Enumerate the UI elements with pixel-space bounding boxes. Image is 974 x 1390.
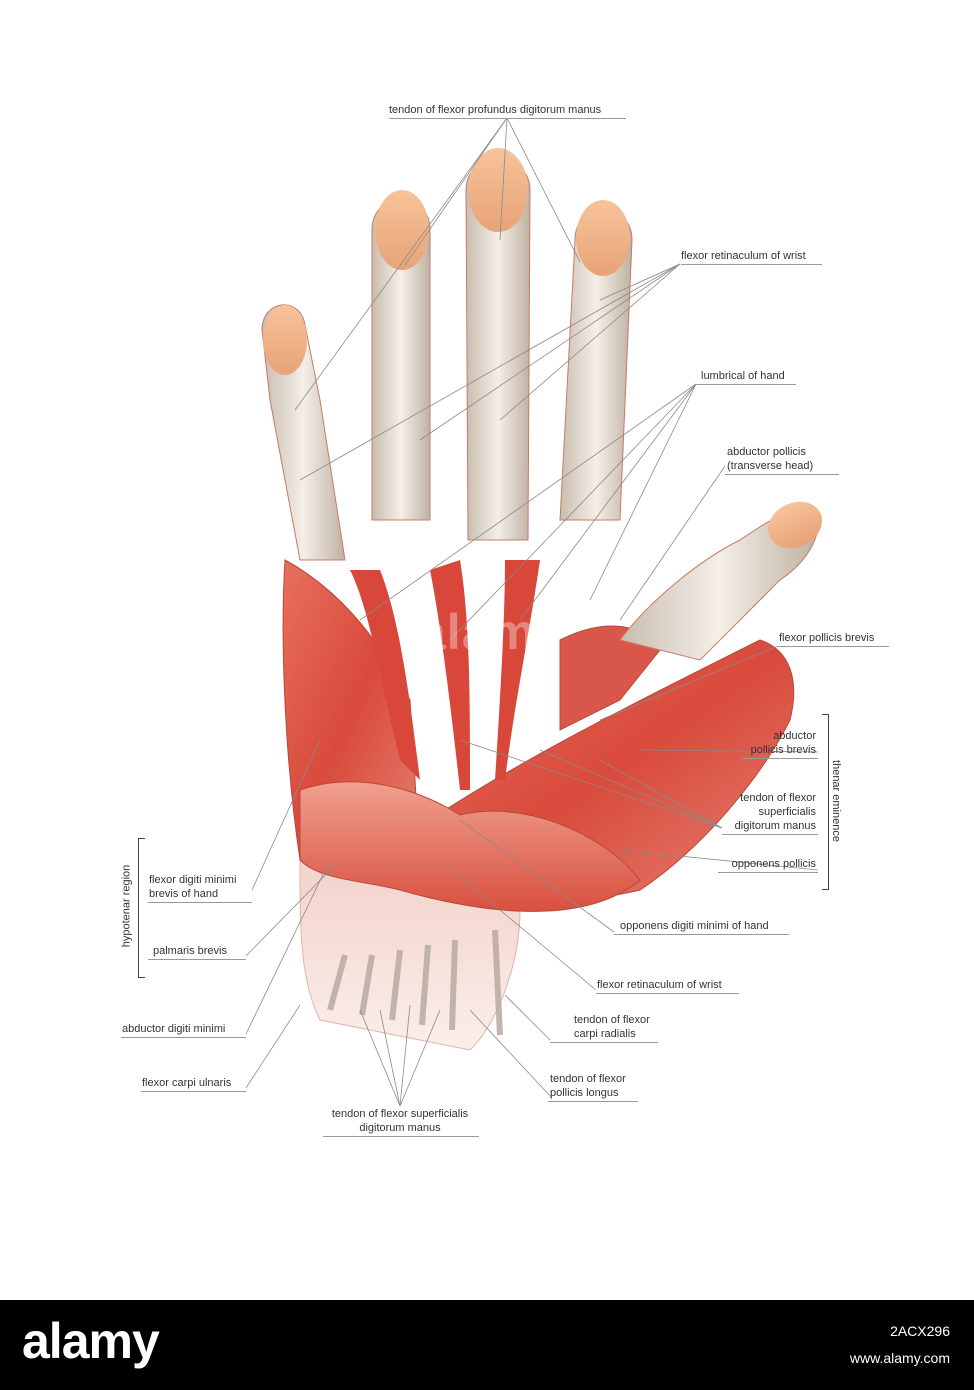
label-flexor-pollicis-brevis: flexor pollicis brevis xyxy=(779,632,875,644)
label-tendon-superficialis-right-3: digitorum manus xyxy=(734,820,816,832)
lumbrical-2 xyxy=(430,560,470,790)
label-flexor-carpi-ulnaris: flexor carpi ulnaris xyxy=(142,1077,232,1089)
label-superficialis-bottom-2: digitorum manus xyxy=(359,1122,441,1134)
label-abductor-pollicis-brevis-2: pollicis brevis xyxy=(750,744,816,756)
rule xyxy=(121,1037,246,1038)
label-abductor-pollicis: abductor pollicis xyxy=(727,446,806,458)
rule xyxy=(323,1136,479,1137)
label-flexor-digiti-minimi: flexor digiti minimi xyxy=(149,874,237,886)
index-finger xyxy=(559,200,633,521)
rule xyxy=(550,1042,658,1043)
site-url: www.alamy.com xyxy=(849,1350,950,1366)
rule xyxy=(718,872,818,873)
label-palmaris-brevis: palmaris brevis xyxy=(153,945,227,957)
rule xyxy=(596,993,739,994)
label-carpi-radialis: tendon of flexor xyxy=(574,1014,650,1026)
label-thenar-eminence: thenar eminence xyxy=(829,760,842,842)
label-tendon-superficialis-right-2: superficialis xyxy=(758,806,816,818)
thumb xyxy=(619,501,823,661)
label-lumbrical: lumbrical of hand xyxy=(701,370,785,382)
rule xyxy=(148,902,252,903)
rule xyxy=(725,474,839,475)
watermark: alamy xyxy=(418,604,565,660)
rule xyxy=(548,1101,638,1102)
rule xyxy=(389,118,626,119)
label-retinaculum-bottom: flexor retinaculum of wrist xyxy=(597,979,722,991)
rule xyxy=(141,1091,246,1092)
rule xyxy=(722,834,818,835)
label-abductor-pollicis-brevis: abductor xyxy=(773,730,816,742)
label-abductor-digiti-minimi: abductor digiti minimi xyxy=(122,1023,226,1035)
label-pollicis-longus-2: pollicis longus xyxy=(550,1087,619,1099)
label-superficialis-bottom: tendon of flexor superficialis xyxy=(331,1108,469,1120)
rule xyxy=(614,934,789,935)
rule xyxy=(696,384,796,385)
little-finger xyxy=(261,304,346,561)
rule xyxy=(742,758,818,759)
wrist-tendons xyxy=(327,929,503,1036)
label-flexor-profundus: tendon of flexor profundus digitorum man… xyxy=(389,104,602,116)
rule xyxy=(148,959,246,960)
label-retinaculum-top: flexor retinaculum of wrist xyxy=(681,250,806,262)
footer-bar: alamy 2ACX296 www.alamy.com xyxy=(0,1300,974,1390)
label-tendon-superficialis-right: tendon of flexor xyxy=(740,792,816,804)
alamy-logo: alamy xyxy=(22,1313,160,1369)
label-abductor-pollicis-head: (transverse head) xyxy=(727,460,814,472)
rule xyxy=(681,264,822,265)
label-opponens-digiti: opponens digiti minimi of hand xyxy=(620,920,769,932)
hand-anatomy-illustration xyxy=(245,117,823,1107)
rule xyxy=(778,646,889,647)
flexor-retinaculum xyxy=(299,781,641,912)
label-opponens-pollicis: opponens pollicis xyxy=(731,858,816,870)
leader-lines xyxy=(245,117,819,1107)
label-flexor-digiti-minimi-2: brevis of hand xyxy=(149,888,219,900)
lumbrical-1 xyxy=(350,570,420,780)
image-id: 2ACX296 xyxy=(890,1323,950,1339)
thenar-bracket xyxy=(822,714,829,890)
lumbrical-3 xyxy=(495,560,540,780)
label-pollicis-longus: tendon of flexor xyxy=(550,1073,626,1085)
label-hypotenar-region: hypotenar region xyxy=(120,864,133,948)
label-carpi-radialis-2: carpi radialis xyxy=(574,1028,636,1040)
hypotenar-bracket xyxy=(138,838,145,978)
ring-finger xyxy=(371,190,431,521)
middle-finger xyxy=(465,148,531,541)
